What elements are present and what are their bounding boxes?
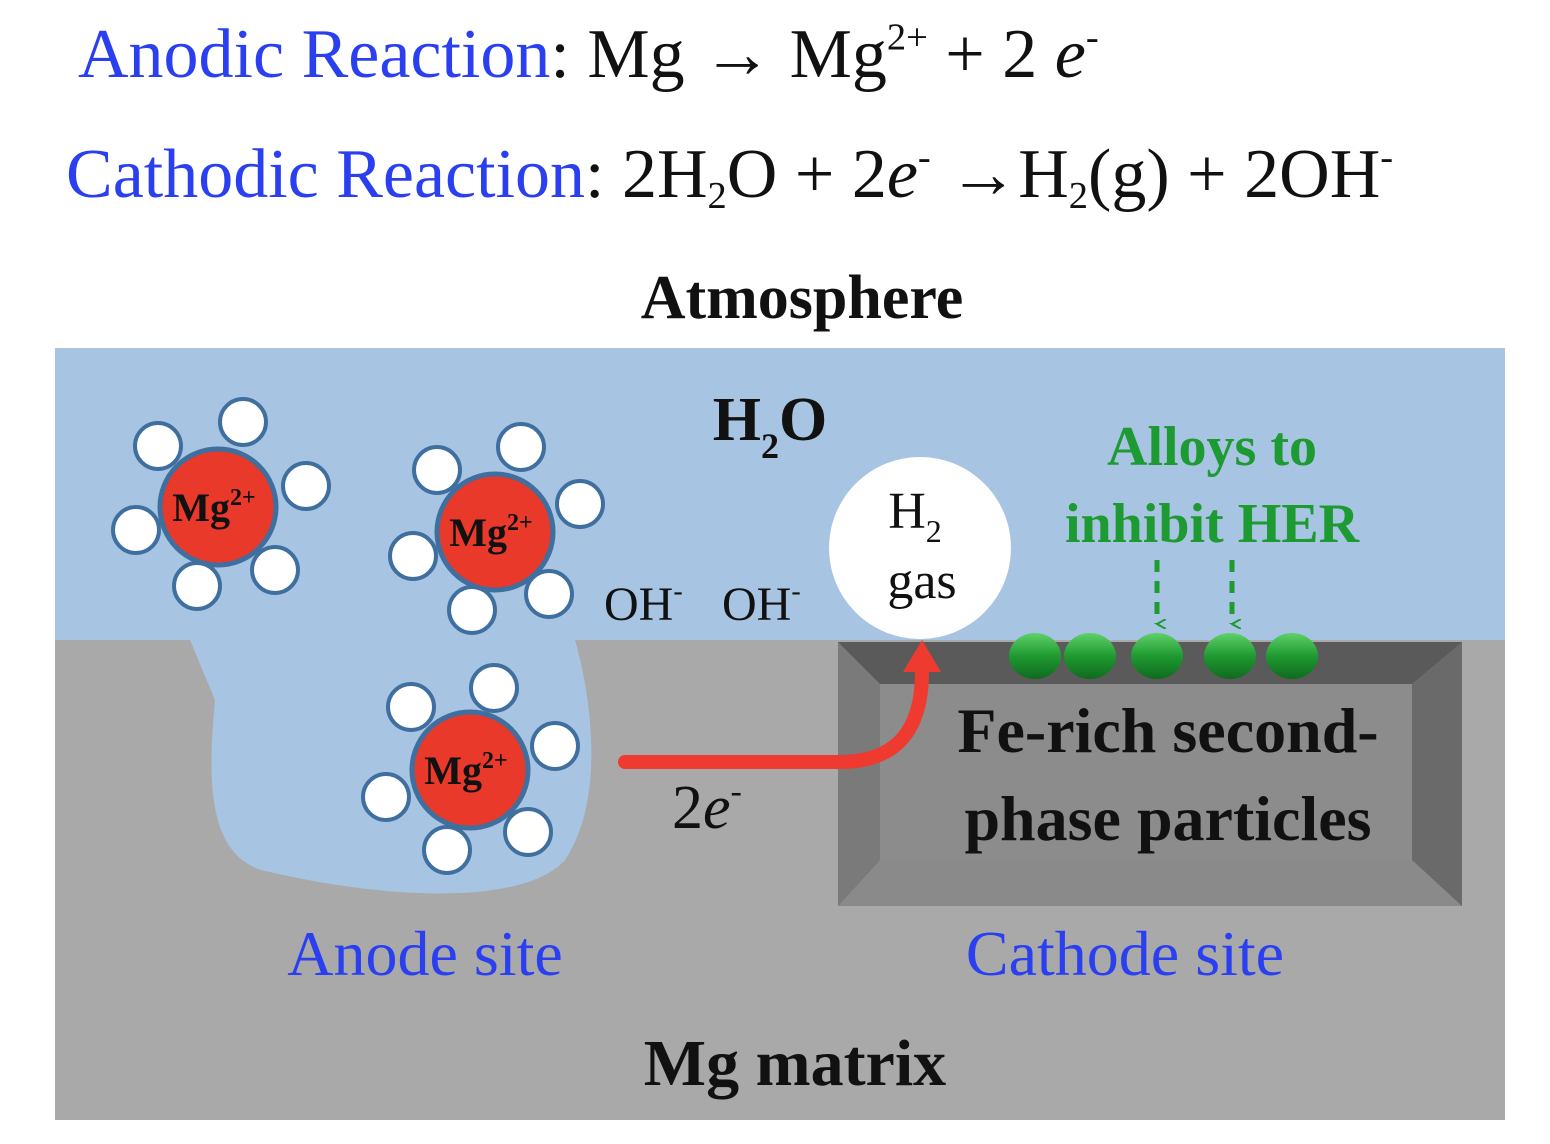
water-molecule	[111, 505, 161, 555]
hydrogen-gas-label: gas	[887, 553, 956, 610]
cathodic-hydroxide-charge: -	[1380, 136, 1394, 179]
electron-transfer-arrow	[618, 665, 929, 769]
fe-rich-particle	[838, 642, 1462, 906]
mg-ion-label: Mg2+	[172, 485, 255, 530]
alloy-particles	[1009, 633, 1318, 679]
alloy-ball	[1204, 633, 1256, 679]
alloys-label-line2: inhibit HER	[1065, 493, 1360, 555]
hydrated-mg-ion: Mg2+	[361, 663, 580, 875]
water-molecule	[530, 721, 580, 771]
cathodic-products: (g) + 2OH	[1088, 136, 1381, 213]
water-molecule	[218, 397, 268, 447]
anode-site-label: Anode site	[287, 918, 563, 989]
anodic-electron-count: + 2	[945, 16, 1038, 93]
cathodic-electron-charge: -	[917, 136, 931, 179]
anodic-electron: e	[1054, 16, 1086, 93]
mg-ion-core	[409, 709, 531, 831]
water-molecule	[386, 682, 436, 732]
water-molecule	[172, 561, 222, 611]
hydrogen-gas-formula: H2	[888, 483, 942, 549]
hydrated-mg-ion: Mg2+	[388, 422, 605, 635]
water-molecule	[447, 585, 497, 635]
hydrated-ions: Mg2+ Mg2+ Mg2+	[111, 397, 605, 875]
mg-ion-core	[434, 471, 556, 593]
mg-ion-core	[157, 446, 279, 568]
cathodic-hydrogen: H	[1018, 136, 1069, 213]
particle-label-line2: phase particles	[964, 783, 1371, 854]
water-molecule	[496, 422, 546, 472]
alloys-label-line1: Alloys to	[1107, 416, 1317, 478]
atmosphere-label: Atmosphere	[641, 264, 964, 332]
anodic-electron-charge: -	[1085, 16, 1099, 59]
hydroxide-ion: OH-	[604, 576, 683, 631]
anodic-product: Mg	[789, 16, 887, 93]
alloy-ball	[1064, 633, 1116, 679]
mg-ion-label: Mg2+	[449, 510, 532, 555]
water-molecule	[469, 663, 519, 713]
water-molecule	[422, 825, 472, 875]
water-molecule	[250, 545, 300, 595]
mg-ion-label: Mg2+	[424, 748, 507, 793]
anodic-reaction-equation: Anodic Reaction: Mg → Mg2+ + 2 e-	[78, 18, 1099, 90]
water-molecule	[281, 461, 331, 511]
anodic-reactant: Mg	[587, 16, 685, 93]
cathodic-electron: e	[886, 136, 918, 213]
water-molecule	[388, 531, 438, 581]
water-molecule	[361, 772, 411, 822]
water-molecule	[503, 807, 553, 857]
cathode-site-label: Cathode site	[966, 918, 1284, 989]
water-molecule	[524, 569, 574, 619]
anodic-colon: :	[550, 16, 570, 93]
mg-matrix-label: Mg matrix	[644, 1027, 946, 1100]
cathodic-arrow: →	[948, 136, 1019, 213]
alloy-ball	[1131, 633, 1183, 679]
cathodic-reaction-equation: Cathodic Reaction: 2H2O + 2e- →H2(g) + 2…	[66, 138, 1393, 215]
anodic-arrow: →	[702, 16, 773, 93]
water-label: H2O	[713, 386, 827, 466]
hydrated-mg-ion: Mg2+	[111, 397, 331, 611]
cathodic-hydrogen-subscript: 2	[1068, 174, 1089, 217]
water-molecule	[555, 479, 605, 529]
anodic-product-charge: 2+	[886, 16, 928, 59]
electron-arrowhead-icon	[903, 640, 941, 672]
electron-transfer-label: 2e-	[672, 773, 742, 842]
cathodic-reaction-name: Cathodic Reaction	[66, 136, 586, 213]
water-molecule	[412, 445, 462, 495]
alloy-ball	[1266, 633, 1318, 679]
anodic-reaction-name: Anodic Reaction	[78, 16, 551, 93]
cathodic-water-subscript: 2	[707, 174, 727, 217]
hydroxide-ion: OH-	[722, 576, 801, 631]
hydrogen-gas-bubble	[829, 457, 1011, 639]
water-molecule	[133, 421, 183, 471]
particle-label-line1: Fe-rich second-	[957, 695, 1378, 766]
cathodic-water-tail: O + 2	[726, 136, 887, 213]
cathodic-colon: :	[585, 136, 605, 213]
cathodic-water: 2H	[621, 136, 708, 213]
alloy-ball	[1009, 633, 1061, 679]
